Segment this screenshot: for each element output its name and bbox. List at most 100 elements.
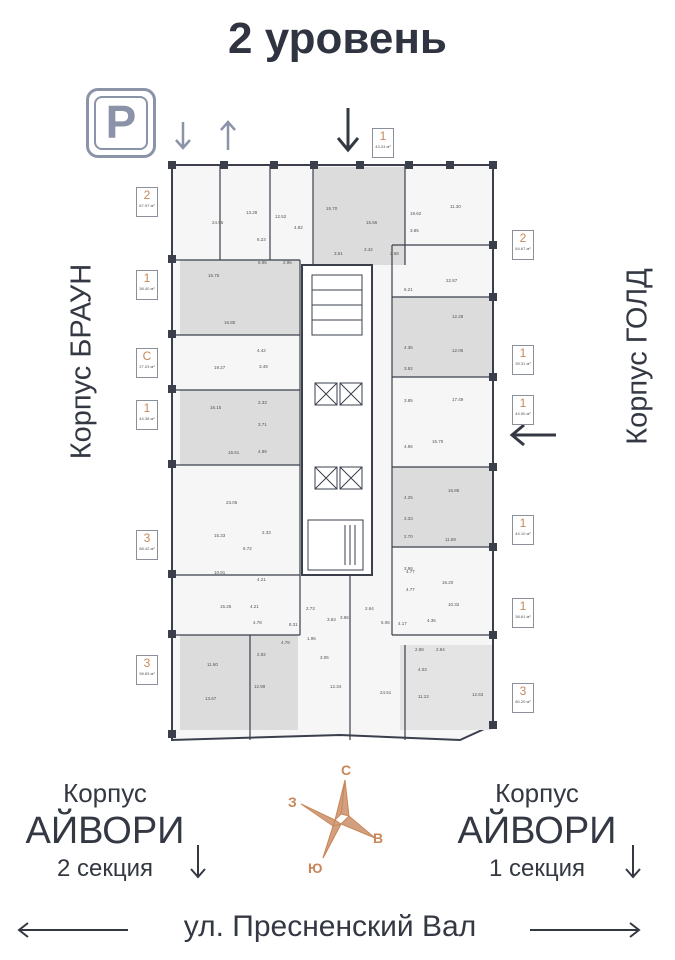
room-area: 15.25 [220,604,232,609]
compass-west: З [288,794,297,810]
room-area: 2.94 [436,647,445,652]
room-area: 11.22 [418,694,429,699]
apartment-area: 67.97 м² [139,203,155,208]
room-area: 3.85 [404,398,413,403]
apartment-area: 38.40 м² [139,286,155,291]
apartment-type: 1 [379,129,387,143]
room-area: 4.82 [294,225,303,230]
right-building-label: Корпус ГОЛД [621,268,654,445]
room-area: 16.15 [210,405,222,410]
entrance-arrow-right [509,423,556,447]
apartment-area: 88.42 м² [139,546,155,551]
room-area: 3.05 [320,655,329,660]
room-area: 6.21 [404,287,413,292]
room-area: 12.28 [452,314,464,319]
room-area: 4.78 [253,620,262,625]
room-area: 15.86 [448,488,460,493]
apartment-type: 3 [519,684,527,698]
page-title: 2 уровень [228,14,447,63]
room-area: 24.51 [380,690,392,695]
room-area: 4.78 [281,640,290,645]
parking-exit-arrows [175,120,236,150]
room-area: 3.71 [258,422,267,427]
room-area: 13.67 [205,696,217,701]
ivory-right-word: Корпус [495,778,579,808]
ivory-left-word: Корпус [63,778,147,808]
apartment-type: С [142,349,152,363]
room-area: 11.59 [445,537,456,542]
room-area: 3.63 [327,617,336,622]
parking-label: P [105,96,137,148]
room-area: 2.33 [262,530,271,535]
room-area: 3.82 [404,366,413,371]
floor-plan[interactable] [160,155,505,745]
room-area: 12.52 [275,214,287,219]
apartment-area: 98.83 м² [139,671,155,676]
room-area: 5.96 [258,260,267,265]
room-area: 4.96 [404,444,413,449]
ivory-right-section: 1 секция [488,855,585,882]
room-area: 2.88 [415,647,424,652]
room-area: 19.62 [410,211,422,216]
room-area: 12.06 [452,348,464,353]
apartment-type: 1 [519,396,527,410]
room-area: 12.99 [254,684,266,689]
room-area: 3.42 [364,247,373,252]
room-area: 8.31 [289,622,298,627]
apartment-type: 3 [143,531,151,545]
room-area: 24.96 [212,220,224,225]
apartment-area: 64.67 м² [515,246,531,251]
apartment-area: 38.61 м² [515,614,531,619]
room-area: 16.80 [224,320,236,325]
room-area: 6.72 [243,546,252,551]
room-area: 4.36 [427,618,436,623]
room-area: 3.98 [404,566,413,571]
room-area: 12.63 [472,692,484,697]
room-area: 16.20 [442,580,454,585]
room-area: 6.23 [257,237,266,242]
room-area: 1.96 [307,636,316,641]
apartment-type: 1 [519,516,527,530]
compass-east: В [373,830,384,846]
room-area: 2.73 [306,606,315,611]
room-area: 3.33 [404,516,413,521]
room-area: 17.49 [452,397,464,402]
ivory-right-name: АЙВОРИ [457,810,617,852]
apartment-area: 80.20 м² [515,699,531,704]
apartment-area: 44.38 м² [139,416,155,421]
room-area: 4.42 [257,348,266,353]
apartment-type: 3 [143,656,151,670]
street-arrow-right [530,922,641,938]
room-area: 4.25 [404,495,413,500]
apartment-area: 44.50 м² [515,411,531,416]
room-area: 2.96 [283,260,292,265]
room-area: 4.03 [418,667,427,672]
compass-south: Ю [308,860,323,876]
street-label: ул. Пресненский Вал [183,910,477,943]
room-area: 11.60 [207,662,218,667]
room-area: 23.05 [226,500,238,505]
room-area: 15.56 [366,220,378,225]
room-area: 4.36 [404,345,413,350]
room-area: 4.77 [406,587,415,592]
entrance-arrow-top [336,108,360,153]
apartment-type: 2 [143,188,151,202]
room-area: 5.06 [381,620,390,625]
ivory-left-block: Корпус АЙВОРИ 2 секция [10,778,200,884]
room-area: 3.49 [259,364,268,369]
apartment-area: 27.03 м² [139,364,155,369]
